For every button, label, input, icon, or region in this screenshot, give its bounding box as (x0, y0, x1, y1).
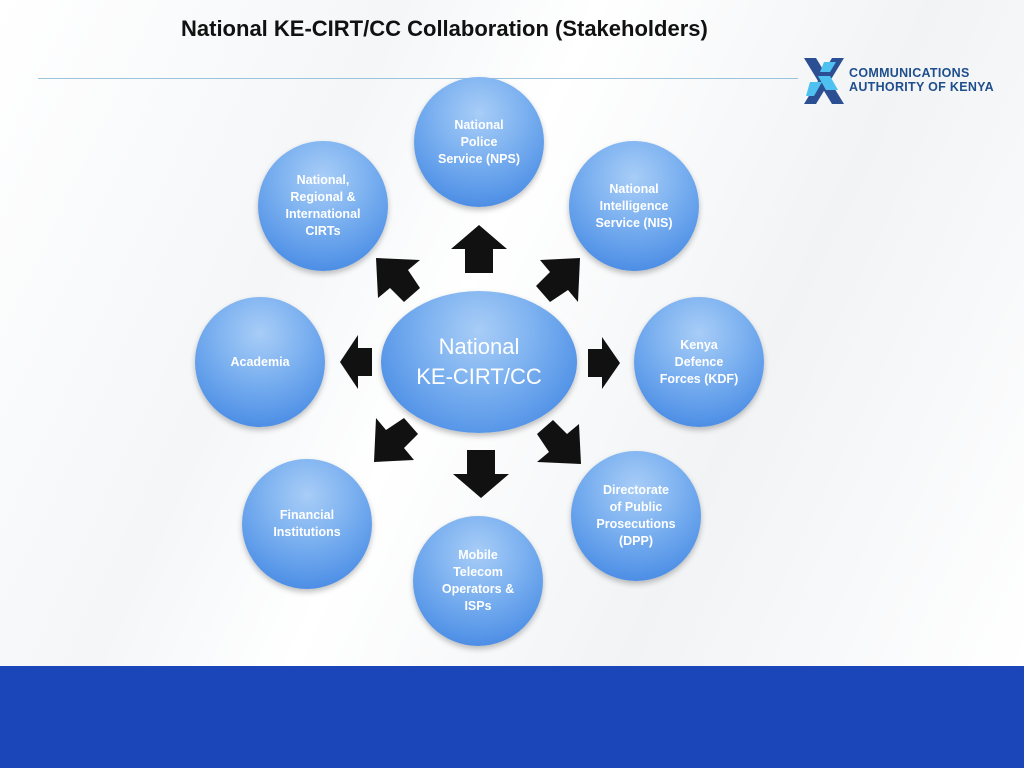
arrow-down-left-icon (374, 418, 418, 462)
logo-text-line1: COMMUNICATIONS (849, 66, 970, 80)
arrow-up-right-icon (536, 258, 580, 302)
title-divider (38, 78, 798, 79)
node-national-intelligence-service: National Intelligence Service (NIS) (569, 141, 699, 271)
node-label: Mobile Telecom Operators & ISPs (441, 548, 515, 613)
node-directorate-public-prosecutions: Directorate of Public Prosecutions (DPP) (571, 451, 701, 581)
node-label: National, Regional & International CIRTs (285, 173, 361, 238)
node-label: Academia (230, 354, 290, 369)
node-label: National Intelligence Service (NIS) (595, 181, 673, 230)
node-label: Financial Institutions (273, 508, 341, 539)
arrow-down-right-icon (537, 420, 581, 464)
node-mobile-telecom-operators: Mobile Telecom Operators & ISPs (413, 516, 543, 646)
arrow-up-left-icon (376, 258, 420, 302)
node-financial-institutions: Financial Institutions (242, 459, 372, 589)
arrow-up-icon (451, 225, 507, 273)
node-label: Directorate of Public Prosecutions (DPP) (596, 483, 676, 548)
node-national-police-service: National Police Service (NPS) (414, 77, 544, 207)
footer-band (0, 666, 1024, 768)
slide-title: National KE-CIRT/CC Collaboration (Stake… (181, 16, 708, 41)
arrow-left-icon (340, 335, 372, 389)
logo-text-line2: AUTHORITY OF KENYA (849, 80, 994, 94)
communications-authority-logo: COMMUNICATIONS AUTHORITY OF KENYA (802, 52, 1002, 110)
ca-kenya-x-logo-icon (804, 58, 844, 104)
node-label: Kenya Defence Forces (KDF) (659, 337, 739, 386)
arrow-right-icon (588, 337, 620, 389)
node-kenya-defence-forces: Kenya Defence Forces (KDF) (634, 297, 764, 427)
center-node-ke-cirt-cc: National KE-CIRT/CC (381, 291, 577, 433)
node-cirts: National, Regional & International CIRTs (258, 141, 388, 271)
center-node-label: National KE-CIRT/CC (416, 334, 542, 389)
arrow-down-icon (453, 450, 509, 498)
node-label: National Police Service (NPS) (438, 117, 520, 166)
node-academia: Academia (195, 297, 325, 427)
